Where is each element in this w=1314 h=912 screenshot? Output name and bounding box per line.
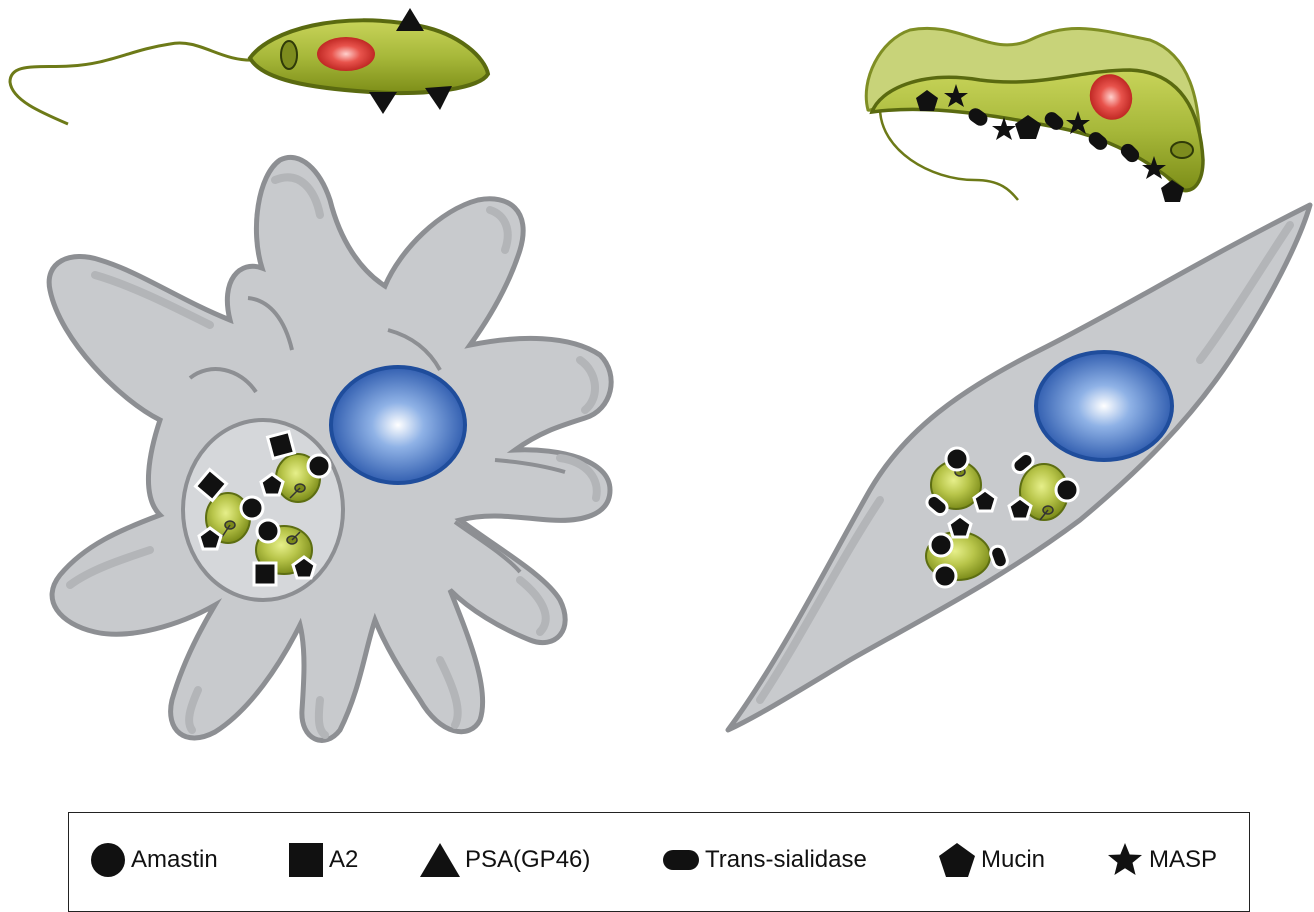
trypomastigote-parasite [866,28,1203,202]
macrophage-nucleus [331,367,465,483]
trans-sialidase-icon [661,843,701,877]
legend-label: A2 [329,846,358,874]
promastigote-flagellum [10,43,255,124]
trypomastigote-flagellum [880,108,1018,200]
amastin-marker [1056,479,1078,501]
trypomastigote-kinetoplast [1171,142,1193,158]
mucin-pentagon-icon [937,843,977,877]
psa-marker [369,92,397,114]
a2-square-icon [287,843,325,877]
psa-marker [425,86,452,110]
amastin-marker [946,448,968,470]
elongated-cell-nucleus [1036,352,1172,460]
amastin-marker [930,534,952,556]
legend-item-a2: A2 [287,843,358,877]
amastin-marker [257,520,279,542]
a2-marker [254,563,276,585]
legend-item-amastin: Amastin [89,843,218,877]
legend-item-psa: PSA(GP46) [419,843,590,877]
amastin-marker [241,497,263,519]
psa-marker [396,8,424,31]
legend: Amastin A2 PSA(GP46) Trans-sialidase Muc… [68,812,1250,912]
elongated-host-cell [728,205,1310,730]
legend-item-masp: MASP [1105,843,1217,877]
amastin-marker [934,565,956,587]
legend-label: Mucin [981,846,1045,874]
macrophage-host-cell [49,157,611,740]
legend-label: Amastin [131,846,218,874]
legend-label: MASP [1149,846,1217,874]
amastin-circle-icon [89,843,127,877]
psa-triangle-icon [419,843,461,877]
amastin-marker [308,455,330,477]
legend-item-mucin: Mucin [937,843,1045,877]
legend-label: Trans-sialidase [705,846,867,874]
promastigote-parasite [10,8,488,124]
legend-item-trans-sialidase: Trans-sialidase [661,843,867,877]
promastigote-nucleus [317,37,375,71]
promastigote-kinetoplast [281,41,297,69]
a2-marker [268,432,295,459]
legend-label: PSA(GP46) [465,846,590,874]
macrophage-membrane [49,157,611,740]
masp-star-icon [1105,843,1145,877]
